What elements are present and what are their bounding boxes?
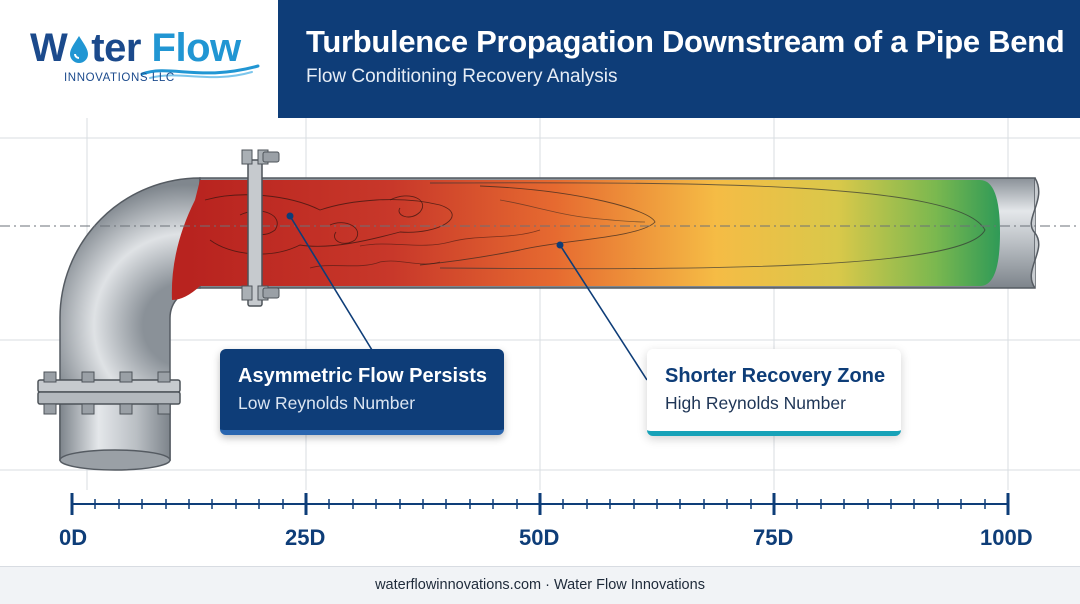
- brand-tagline: INNOVATIONS LLC: [64, 72, 175, 84]
- footer-text: waterflowinnovations.com · Water Flow In…: [375, 577, 705, 593]
- callout-left-subtitle: Low Reynolds Number: [238, 393, 416, 413]
- brand-name-flow: Flow: [151, 26, 242, 70]
- callout-right-title: Shorter Recovery Zone: [665, 365, 886, 387]
- brand-name-w: W: [30, 26, 68, 70]
- header-bar: Turbulence Propagation Downstream of a P…: [278, 0, 1080, 118]
- brand-name-ter: ter: [91, 26, 141, 70]
- distance-axis: [70, 493, 1010, 515]
- callout-right-subtitle: High Reynolds Number: [665, 393, 846, 413]
- axis-tick-label: 75D: [753, 525, 794, 550]
- footer: waterflowinnovations.com · Water Flow In…: [0, 566, 1080, 604]
- turbulence-region: [171, 180, 1000, 300]
- inlet-flange: [37, 371, 181, 415]
- water-drop-icon: [70, 36, 89, 63]
- axis-tick-label: 100D: [980, 525, 1033, 550]
- callout-asymmetric-flow: Asymmetric Flow Persists Low Reynolds Nu…: [220, 349, 504, 435]
- callout-leaders: [286, 212, 648, 381]
- axis-tick-label: 25D: [285, 525, 326, 550]
- page-subtitle: Flow Conditioning Recovery Analysis: [306, 66, 618, 87]
- pipe-diagram: [0, 118, 1080, 515]
- callout-left-title: Asymmetric Flow Persists: [238, 365, 487, 387]
- axis-tick-label: 0D: [59, 525, 88, 550]
- callout-recovery-zone: Shorter Recovery Zone High Reynolds Numb…: [647, 349, 901, 436]
- outlet-flange: [241, 149, 280, 307]
- page-title: Turbulence Propagation Downstream of a P…: [306, 24, 1065, 59]
- axis-tick-label: 50D: [519, 525, 560, 550]
- wave-icon: [140, 64, 260, 79]
